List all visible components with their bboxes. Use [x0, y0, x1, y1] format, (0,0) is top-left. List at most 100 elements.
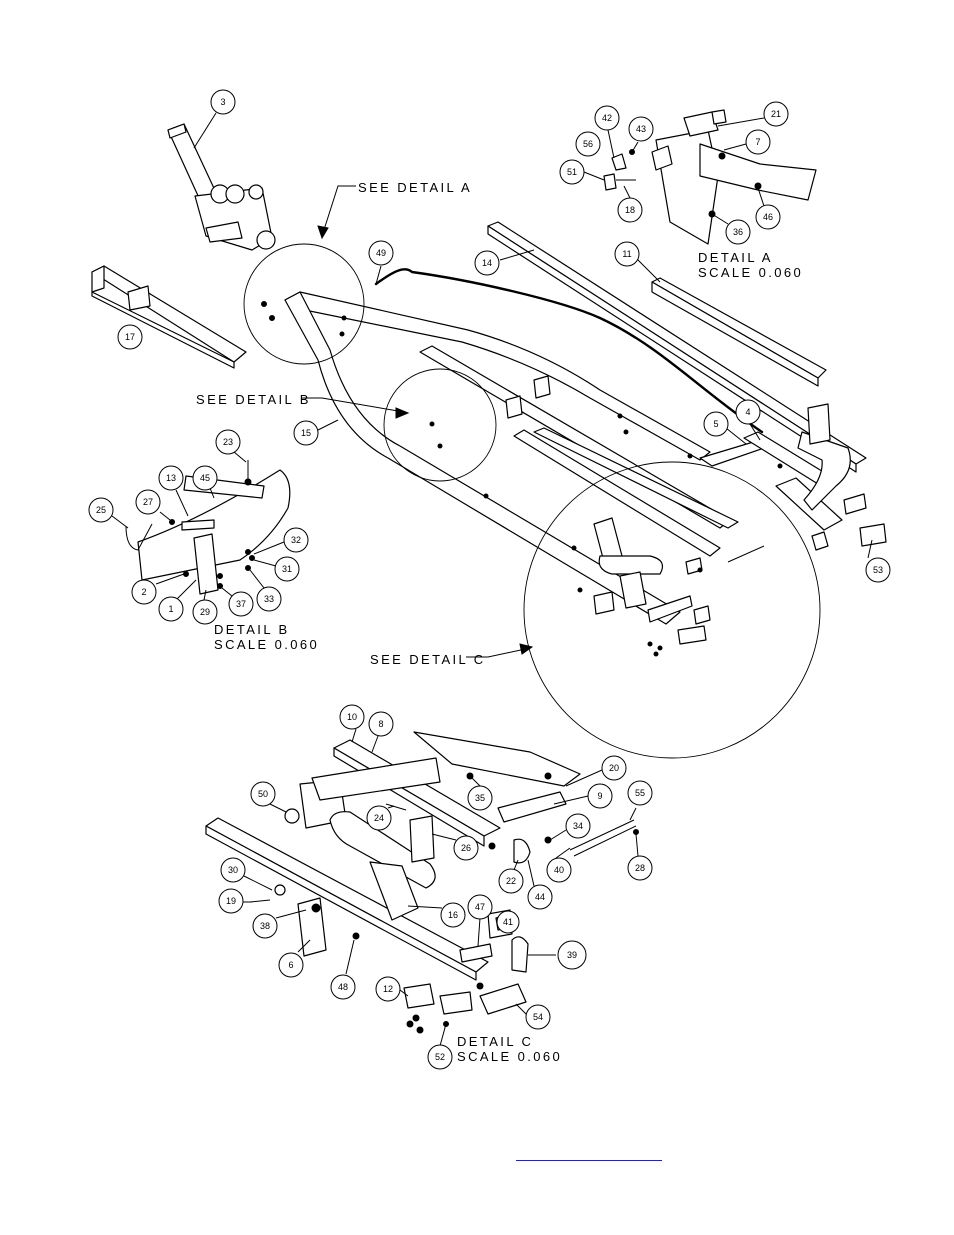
svg-text:26: 26 [461, 843, 471, 853]
callout-13: 13 [158, 465, 189, 517]
svg-text:35: 35 [475, 793, 485, 803]
svg-text:48: 48 [338, 982, 348, 992]
callout-35: 35 [467, 777, 493, 811]
see-detail-a-label: SEE DETAIL A [358, 180, 472, 195]
svg-text:56: 56 [583, 139, 593, 149]
callout-49: 49 [368, 240, 394, 285]
svg-text:11: 11 [622, 249, 631, 259]
callout-4: 4 [735, 399, 761, 441]
svg-text:9: 9 [597, 791, 602, 801]
svg-text:41: 41 [503, 917, 513, 927]
svg-text:28: 28 [635, 863, 645, 873]
svg-text:20: 20 [609, 763, 619, 773]
wiring-harness [374, 268, 764, 434]
detail-a-scale: SCALE 0.060 [698, 265, 803, 280]
winch-stand [167, 123, 276, 251]
callout-11: 11 [614, 241, 661, 283]
main-trailer-frame [91, 123, 887, 759]
svg-text:1: 1 [168, 604, 173, 614]
callout-53: 53 [865, 539, 891, 583]
svg-text:27: 27 [143, 497, 153, 507]
callout-27: 27 [135, 489, 171, 521]
callout-55: 55 [627, 780, 653, 821]
svg-text:24: 24 [374, 813, 384, 823]
detail-c-scale: SCALE 0.060 [457, 1049, 562, 1064]
svg-text:53: 53 [873, 565, 883, 575]
svg-text:23: 23 [223, 437, 233, 447]
callout-39: 39 [528, 940, 587, 970]
callout-bubbles: 3 17 49 14 11 15 5 4 53 42 43 56 51 18 2… [88, 89, 891, 1070]
callout-28: 28 [627, 833, 653, 881]
callout-2: 2 [131, 573, 185, 605]
detail-a [603, 109, 817, 245]
callout-6: 6 [278, 939, 311, 978]
svg-text:46: 46 [763, 212, 773, 222]
callout-42: 42 [594, 105, 620, 159]
see-detail-b-leader [302, 397, 405, 413]
callout-10: 10 [339, 704, 365, 743]
rear-axle-area [699, 403, 887, 551]
callout-18: 18 [617, 185, 643, 223]
suspension-parts-main [533, 427, 765, 645]
svg-text:8: 8 [378, 719, 383, 729]
detail-a-circle [243, 243, 365, 365]
callout-34: 34 [549, 813, 591, 841]
svg-text:37: 37 [236, 599, 246, 609]
detail-b-circle [383, 368, 497, 482]
svg-text:47: 47 [475, 902, 485, 912]
svg-text:25: 25 [96, 505, 106, 515]
callout-43: 43 [628, 116, 654, 153]
svg-text:45: 45 [200, 473, 210, 483]
callout-50: 50 [250, 781, 287, 813]
callout-14: 14 [474, 249, 535, 276]
svg-text:32: 32 [291, 535, 301, 545]
callout-29: 29 [192, 589, 218, 625]
svg-text:42: 42 [602, 113, 612, 123]
svg-text:50: 50 [258, 789, 268, 799]
callout-33: 33 [249, 569, 282, 612]
svg-text:29: 29 [200, 607, 210, 617]
svg-text:36: 36 [733, 227, 743, 237]
callout-1: 1 [158, 579, 197, 622]
svg-text:21: 21 [771, 109, 781, 119]
svg-text:49: 49 [376, 248, 386, 258]
svg-text:51: 51 [567, 167, 577, 177]
svg-text:13: 13 [166, 473, 176, 483]
svg-text:17: 17 [125, 332, 135, 342]
detail-c-circle [523, 461, 821, 759]
callout-22: 22 [498, 859, 524, 894]
svg-text:55: 55 [635, 788, 645, 798]
callout-30: 30 [220, 857, 273, 891]
callout-26: 26 [431, 833, 479, 861]
svg-text:54: 54 [533, 1012, 543, 1022]
callout-46: 46 [755, 187, 781, 230]
detail-b-title: DETAIL B [214, 622, 290, 637]
callout-52: 52 [427, 1023, 453, 1070]
svg-text:31: 31 [282, 564, 292, 574]
svg-text:4: 4 [745, 407, 750, 417]
svg-text:14: 14 [482, 258, 492, 268]
callout-41: 41 [496, 910, 520, 934]
callout-8: 8 [368, 711, 394, 753]
trailer-tongue [91, 265, 247, 369]
svg-text:52: 52 [435, 1052, 445, 1062]
callout-38: 38 [252, 909, 307, 939]
callout-23: 23 [215, 429, 247, 463]
detail-c-title: DETAIL C [457, 1034, 533, 1049]
callout-25: 25 [88, 497, 129, 529]
svg-text:34: 34 [573, 821, 583, 831]
callout-16: 16 [407, 902, 466, 928]
callout-36: 36 [711, 213, 751, 245]
callout-47: 47 [467, 894, 493, 947]
svg-text:5: 5 [713, 419, 718, 429]
svg-text:30: 30 [228, 865, 238, 875]
callout-44: 44 [527, 859, 553, 910]
callout-12: 12 [375, 976, 409, 1002]
callout-3: 3 [193, 89, 236, 149]
footer-link[interactable] [516, 1146, 662, 1161]
callout-48: 48 [330, 939, 356, 1000]
svg-text:3: 3 [220, 97, 225, 107]
svg-text:10: 10 [347, 712, 357, 722]
svg-text:38: 38 [260, 921, 270, 931]
